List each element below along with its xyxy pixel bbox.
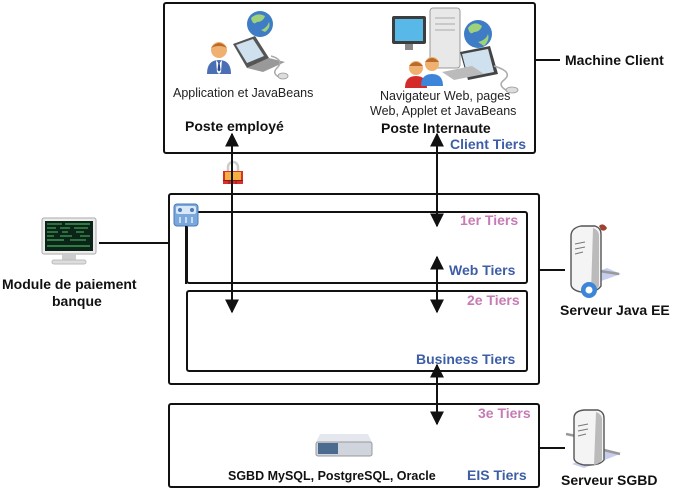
java-ee-server-label: Serveur Java EE [560, 302, 670, 318]
eis-tier-label: EIS Tiers [467, 467, 527, 483]
web-tier-label: Web Tiers [449, 262, 516, 278]
java-ee-server-box [168, 193, 540, 385]
internaut-title: Poste Internaute [381, 120, 491, 136]
db-caption: SGBD MySQL, PostgreSQL, Oracle [228, 469, 436, 483]
employee-title: Poste employé [185, 118, 284, 134]
monitor-terminal-icon [41, 217, 97, 265]
sgbd-connector-line [540, 447, 565, 449]
bank-module-label-line1: Module de paiement [2, 276, 137, 292]
bank-module-label-line2: banque [52, 293, 102, 309]
employee-caption: Application et JavaBeans [173, 86, 314, 100]
eis-tier-number: 3e Tiers [478, 405, 531, 421]
java-ee-server-icon [570, 224, 621, 298]
laptop-user-globe-icon [207, 11, 289, 80]
java-ee-connector-line [540, 269, 565, 271]
internaut-caption-line2: Web, Applet et JavaBeans [370, 104, 517, 118]
client-tier-label: Client Tiers [450, 136, 526, 152]
network-switch-icon [173, 203, 199, 227]
business-tier-label: Business Tiers [416, 351, 516, 367]
machine-client-label: Machine Client [565, 52, 664, 68]
client-tier-box [163, 2, 536, 154]
desktop-users-globe-icon [392, 7, 519, 94]
db-server-icon [565, 409, 621, 468]
business-tier-number: 2e Tiers [467, 292, 520, 308]
client-connector-line [536, 59, 560, 61]
sgbd-server-label: Serveur SGBD [561, 472, 658, 488]
eis-tier-box [168, 403, 540, 488]
bank-connector-line [99, 242, 168, 244]
business-tier-box [186, 290, 528, 372]
web-tier-number: 1er Tiers [460, 212, 519, 228]
database-drive-icon [315, 434, 373, 457]
internaut-caption-line1: Navigateur Web, pages [380, 89, 511, 103]
